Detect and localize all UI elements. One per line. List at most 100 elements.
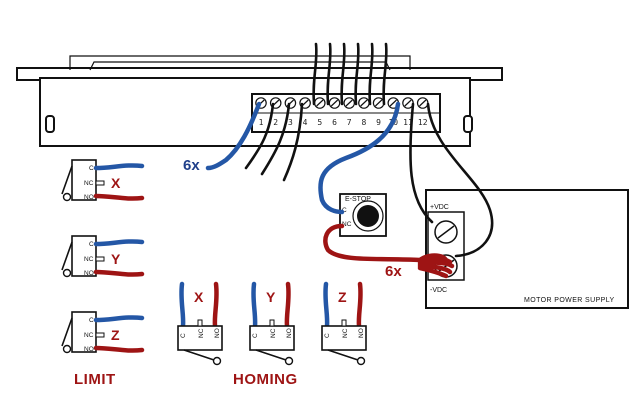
limit-pin-c: C bbox=[89, 317, 94, 324]
terminal-screw-9 bbox=[372, 97, 385, 109]
limit-switch-z: C NC NO Z bbox=[61, 311, 145, 354]
terminal-number: 8 bbox=[361, 118, 366, 127]
limit-switches: C NC NO X C NC NO Y C NC NO Z bbox=[61, 159, 145, 354]
wire-blue-common bbox=[205, 101, 262, 171]
blue-multiplier-label: 6x bbox=[183, 157, 200, 174]
psu-terminal-positive bbox=[434, 220, 458, 244]
homing-pin-no: NO bbox=[286, 328, 293, 338]
estop-pin-nc: NC bbox=[342, 221, 352, 228]
motor-power-supply: +VDC -VDC MOTOR POWER SUPPLY bbox=[425, 189, 629, 309]
estop-button-ring bbox=[352, 200, 384, 232]
homing-pin-nc: NC bbox=[198, 328, 205, 338]
homing-pin-nc: NC bbox=[270, 328, 277, 338]
terminal-number: 3 bbox=[288, 118, 293, 127]
terminal-number: 2 bbox=[273, 118, 278, 127]
homing-switches: C NC NO X C NC NO Y C NC NO Z bbox=[177, 281, 367, 366]
terminal-number: 11 bbox=[403, 118, 413, 127]
limit-pin-c: C bbox=[89, 241, 94, 248]
terminal-screw-12 bbox=[416, 97, 429, 109]
estop-switch: E-STOP C NC bbox=[339, 193, 387, 237]
wire-red-fan-3 bbox=[417, 260, 455, 269]
wire-red-fan-5 bbox=[417, 265, 449, 279]
board-right-tab bbox=[463, 115, 473, 133]
homing-wire-c bbox=[323, 281, 330, 329]
wire-red-fan-4 bbox=[417, 263, 453, 275]
wire-black-t12 bbox=[426, 102, 494, 258]
wire-black-t2 bbox=[244, 102, 275, 170]
limit-pin-no: NO bbox=[84, 194, 94, 201]
terminal-number: 6 bbox=[332, 118, 337, 127]
limit-wire-c bbox=[93, 163, 145, 171]
db25-connector-inner bbox=[89, 61, 391, 71]
psu-title: MOTOR POWER SUPPLY bbox=[524, 297, 615, 304]
terminal-number: 4 bbox=[303, 118, 308, 127]
limit-axis-label: Y bbox=[111, 251, 121, 267]
terminal-screw-3 bbox=[284, 97, 297, 109]
red-multiplier-label: 6x bbox=[385, 263, 402, 280]
wire-black-bundle-2 bbox=[326, 42, 332, 106]
homing-switch-y: C NC NO Y bbox=[249, 281, 295, 366]
terminal-number: 1 bbox=[259, 118, 264, 127]
wire-blue-estop bbox=[318, 101, 401, 215]
black-wires bbox=[244, 42, 494, 258]
estop-button bbox=[357, 205, 379, 227]
terminal-number: 12 bbox=[418, 118, 428, 127]
wire-black-t3 bbox=[260, 102, 291, 176]
terminal-screw-5 bbox=[313, 97, 326, 109]
terminal-number: 9 bbox=[376, 118, 381, 127]
terminal-screw-6 bbox=[328, 97, 341, 109]
limit-group-label: LIMIT bbox=[74, 371, 116, 388]
limit-pin-c: C bbox=[89, 165, 94, 172]
homing-axis-label: Y bbox=[266, 289, 276, 305]
homing-pin-c: C bbox=[252, 333, 259, 338]
limit-switch-x: C NC NO X bbox=[61, 159, 145, 202]
limit-pin-no: NO bbox=[84, 270, 94, 277]
homing-pin-nc: NC bbox=[342, 328, 349, 338]
limit-axis-label: Z bbox=[111, 327, 120, 343]
wire-red-fan-2 bbox=[417, 256, 453, 265]
homing-axis-label: Z bbox=[338, 289, 347, 305]
homing-wire-no bbox=[284, 281, 291, 329]
homing-axis-label: X bbox=[194, 289, 204, 305]
homing-wire-no bbox=[356, 281, 363, 329]
wire-black-bundle-6 bbox=[382, 42, 388, 106]
terminal-number: 7 bbox=[347, 118, 352, 127]
homing-pin-c: C bbox=[324, 333, 331, 338]
red-wires bbox=[323, 223, 455, 279]
estop-label: E-STOP bbox=[345, 196, 371, 203]
wire-black-bundle-5 bbox=[368, 42, 374, 106]
estop-pin-c: C bbox=[342, 207, 347, 214]
board-left-tab bbox=[45, 115, 55, 133]
psu-vdc-pos-label: +VDC bbox=[430, 204, 449, 211]
terminal-screw-8 bbox=[358, 97, 370, 109]
limit-pin-nc: NC bbox=[84, 180, 94, 187]
wire-black-t4 bbox=[282, 102, 304, 182]
terminal-number: 5 bbox=[317, 118, 322, 127]
limit-pin-nc: NC bbox=[84, 332, 94, 339]
homing-pin-no: NO bbox=[214, 328, 221, 338]
limit-pin-nc: NC bbox=[84, 256, 94, 263]
limit-pin-no: NO bbox=[84, 346, 94, 353]
psu-vdc-neg-label: -VDC bbox=[430, 287, 447, 294]
limit-axis-label: X bbox=[111, 175, 121, 191]
limit-wire-no bbox=[93, 193, 145, 201]
homing-switch-z: C NC NO Z bbox=[321, 281, 367, 366]
db25-connector-shell bbox=[69, 55, 411, 70]
homing-switch-x: C NC NO X bbox=[177, 281, 223, 366]
homing-wire-no bbox=[212, 281, 219, 329]
homing-wire-c bbox=[179, 281, 186, 329]
homing-pin-no: NO bbox=[358, 328, 365, 338]
limit-wire-c bbox=[93, 239, 145, 247]
wire-red-estop-nc bbox=[323, 223, 423, 263]
wire-black-bundle-1 bbox=[312, 42, 318, 106]
homing-group-label: HOMING bbox=[233, 371, 298, 388]
wire-black-bundle-4 bbox=[354, 42, 360, 106]
limit-wire-no bbox=[93, 269, 145, 277]
limit-switch-y: C NC NO Y bbox=[61, 235, 145, 278]
terminal-screw-7 bbox=[343, 97, 355, 109]
homing-pin-c: C bbox=[180, 333, 187, 338]
wire-black-t11 bbox=[409, 102, 434, 224]
limit-wire-c bbox=[93, 315, 145, 323]
